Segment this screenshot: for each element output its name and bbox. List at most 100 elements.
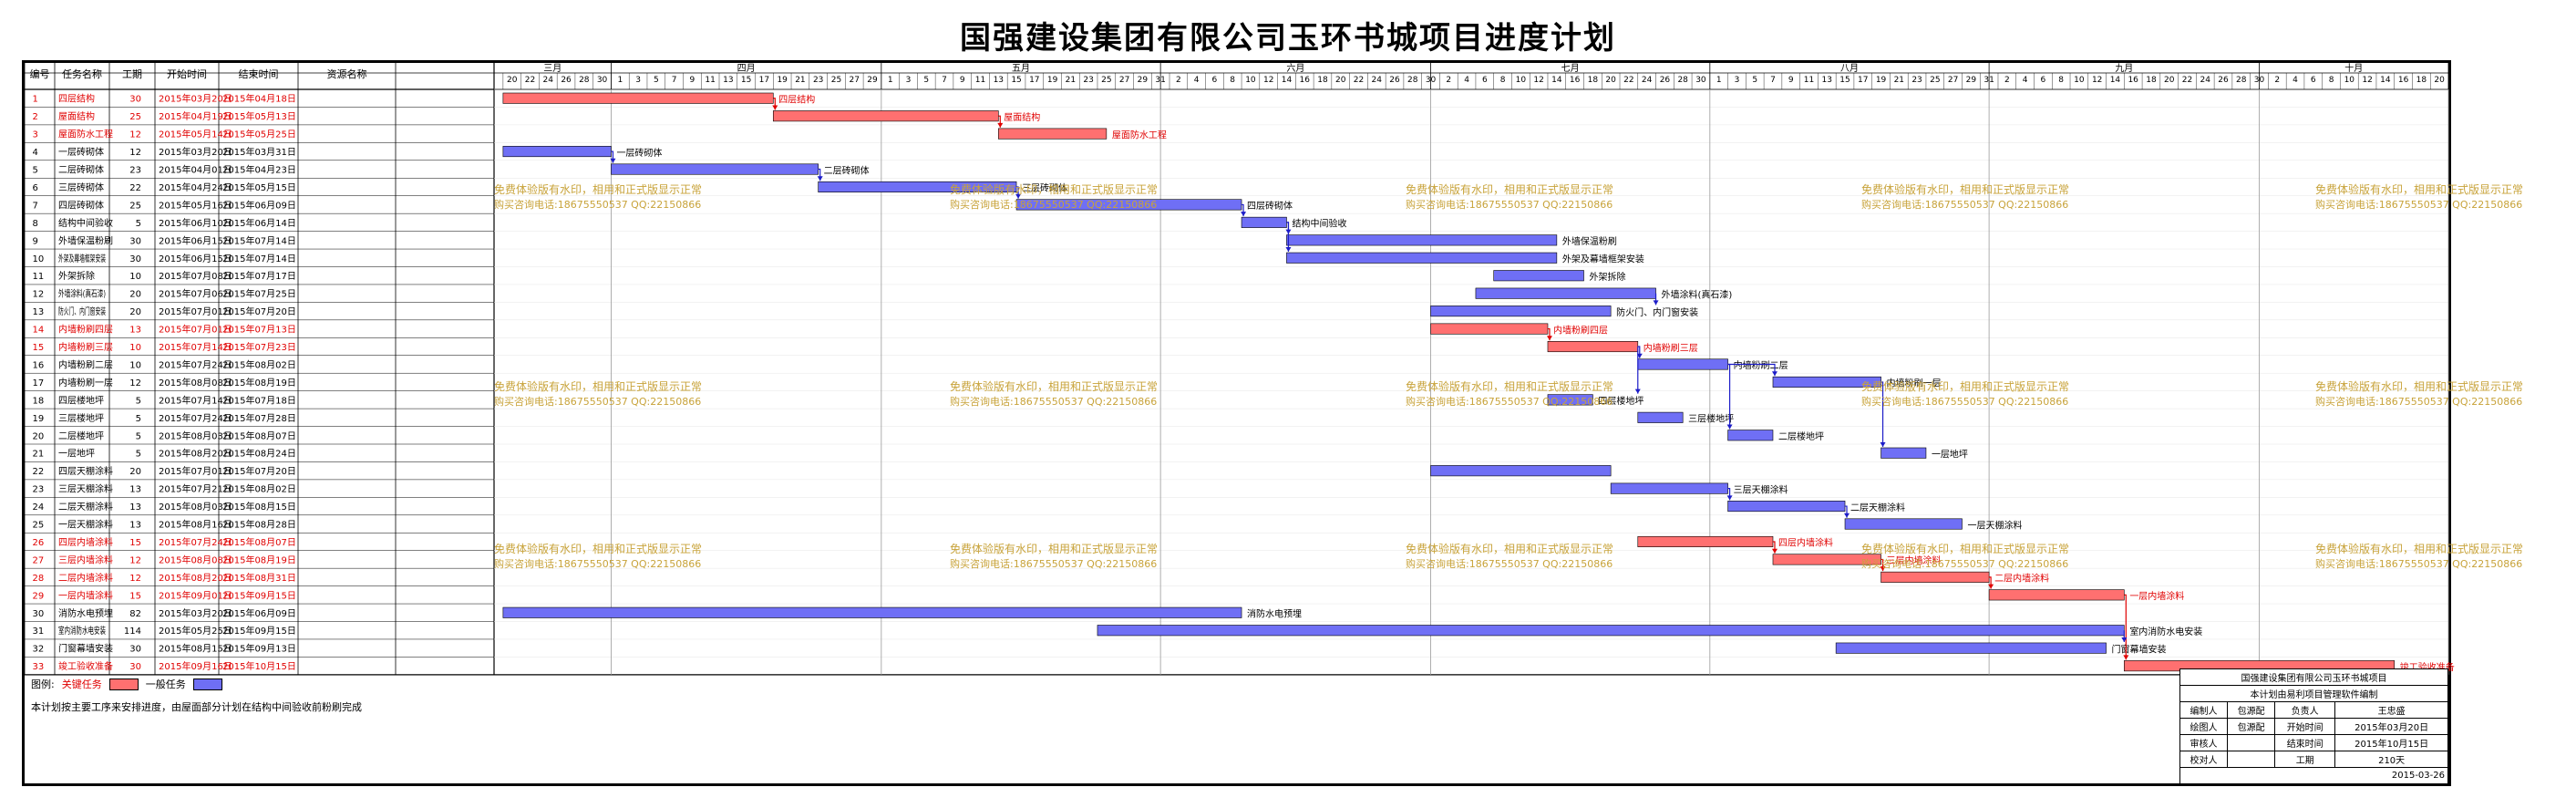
header-start: 开始时间 <box>167 67 207 80</box>
day-label: 2 <box>1446 76 1451 85</box>
task-id: 30 <box>33 609 45 619</box>
day-label: 10 <box>1516 76 1527 85</box>
task-bar <box>502 92 774 104</box>
task-name: 一层砖砌体 <box>58 146 104 158</box>
dependency-links <box>610 98 2129 660</box>
info-row: 审核人 结束时间 2015年10月15日 <box>2179 734 2448 751</box>
day-label: 26 <box>1660 76 1671 85</box>
legend-label: 图例: <box>31 679 55 690</box>
task-end: 2015年07月14日 <box>222 253 296 264</box>
task-duration: 15 <box>129 538 141 548</box>
task-end: 2015年08月24日 <box>222 448 296 460</box>
link-arrow <box>1988 584 1994 589</box>
task-bar <box>1430 465 1612 477</box>
task-duration: 23 <box>129 166 141 176</box>
bar-label: 四层砖砌体 <box>1247 200 1293 212</box>
info-cell: 校对人 <box>2179 751 2229 768</box>
info-cell: 2015年03月20日 <box>2334 718 2448 735</box>
task-end: 2015年07月17日 <box>222 270 296 282</box>
task-start: 2015年03月20日 <box>159 607 232 619</box>
link-arrow <box>1726 495 1733 501</box>
day-label: 11 <box>975 76 985 85</box>
info-row: 绘图人 包源配 开始时间 2015年03月20日 <box>2179 718 2448 735</box>
day-label: 23 <box>1083 76 1093 85</box>
header-name: 任务名称 <box>62 67 102 80</box>
task-id: 28 <box>33 574 45 584</box>
bar-label: 结构中间验收 <box>1292 218 1346 230</box>
task-name: 屋面结构 <box>58 110 95 122</box>
task-bar <box>1880 571 1990 583</box>
month-label: 七月 <box>1561 63 1580 74</box>
day-label: 11 <box>705 76 715 85</box>
watermark-text: 购买咨询电话:18675550537 QQ:22150866 <box>1861 395 2068 408</box>
day-label: 22 <box>2182 76 2192 85</box>
day-label: 23 <box>813 76 823 85</box>
info-date: 2015-03-26 <box>2179 767 2448 784</box>
task-name: 外墙保温粉刷 <box>58 234 113 246</box>
legend-normal-label: 一般任务 <box>145 679 186 690</box>
task-start: 2015年03月20日 <box>159 146 232 158</box>
task-name: 内墙粉刷二层 <box>58 358 113 370</box>
task-start: 2015年08月03日 <box>159 501 232 513</box>
task-start: 2015年06月10日 <box>159 217 232 229</box>
info-cell: 2015年10月15日 <box>2334 734 2448 751</box>
bar-label: 一层内墙涂料 <box>2129 590 2184 602</box>
task-name: 室内消防水电安装 <box>58 625 106 637</box>
task-start: 2015年07月24日 <box>159 536 232 548</box>
day-label: 28 <box>2236 76 2247 85</box>
month-label: 六月 <box>1286 63 1304 74</box>
watermark-text: 购买咨询电话:18675550537 QQ:22150866 <box>2315 395 2522 408</box>
watermark-text: 免费体验版有水印，相用和正式版显示正常 <box>1861 379 2069 393</box>
task-start: 2015年07月06日 <box>159 288 232 300</box>
task-id: 1 <box>33 95 38 105</box>
day-label: 5 <box>1752 76 1757 85</box>
task-end: 2015年07月14日 <box>222 234 296 246</box>
plan-note: 本计划按主要工序来安排进度，由屋面部分计划在结构中间验收前粉刷完成 <box>31 701 362 713</box>
day-label: 20 <box>507 76 518 85</box>
link-arrow <box>1771 548 1777 554</box>
task-duration: 114 <box>124 627 141 637</box>
bar-label: 外墙涂料(真石漆) <box>1662 288 1733 300</box>
task-id: 13 <box>33 307 45 317</box>
day-label: 30 <box>1426 76 1437 85</box>
task-bar <box>1727 501 1846 513</box>
day-label: 12 <box>1533 76 1543 85</box>
day-label: 24 <box>2200 76 2211 85</box>
task-name: 屋面防水工程 <box>58 129 113 140</box>
bar-label: 四层结构 <box>778 93 815 105</box>
task-start: 2015年07月21日 <box>159 483 232 495</box>
task-id: 14 <box>33 326 45 336</box>
task-bar <box>502 606 1242 618</box>
info-subtitle: 本计划由易利项目管理软件编制 <box>2179 685 2448 702</box>
task-name: 四层楼地坪 <box>58 394 104 406</box>
day-label: 6 <box>2311 76 2316 85</box>
day-label: 7 <box>1770 76 1776 85</box>
legend-critical-swatch <box>108 679 139 690</box>
day-label: 9 <box>1788 76 1794 85</box>
bar-label: 外架及幕墙框架安装 <box>1562 254 1644 265</box>
task-id: 27 <box>33 555 45 565</box>
info-cell: 王忠盛 <box>2334 701 2448 719</box>
day-label: 16 <box>1570 76 1581 85</box>
task-bar <box>1880 447 1927 459</box>
gantt-frame <box>22 60 2451 786</box>
day-label: 4 <box>1194 76 1200 85</box>
link-arrow <box>817 176 823 181</box>
month-label: 九月 <box>2115 63 2133 74</box>
watermark-text: 购买咨询电话:18675550537 QQ:22150866 <box>1406 395 1613 408</box>
task-start: 2015年07月24日 <box>159 358 232 370</box>
task-end: 2015年08月19日 <box>222 377 296 388</box>
watermark-text: 购买咨询电话:18675550537 QQ:22150866 <box>1406 198 1613 211</box>
bar-label: 外墙保温粉刷 <box>1562 235 1617 247</box>
day-label: 20 <box>1605 76 1616 85</box>
task-start: 2015年07月01日 <box>159 324 232 336</box>
task-name: 外架及幕墙框架安装 <box>58 253 106 264</box>
task-name: 一层天棚涂料 <box>58 519 113 531</box>
